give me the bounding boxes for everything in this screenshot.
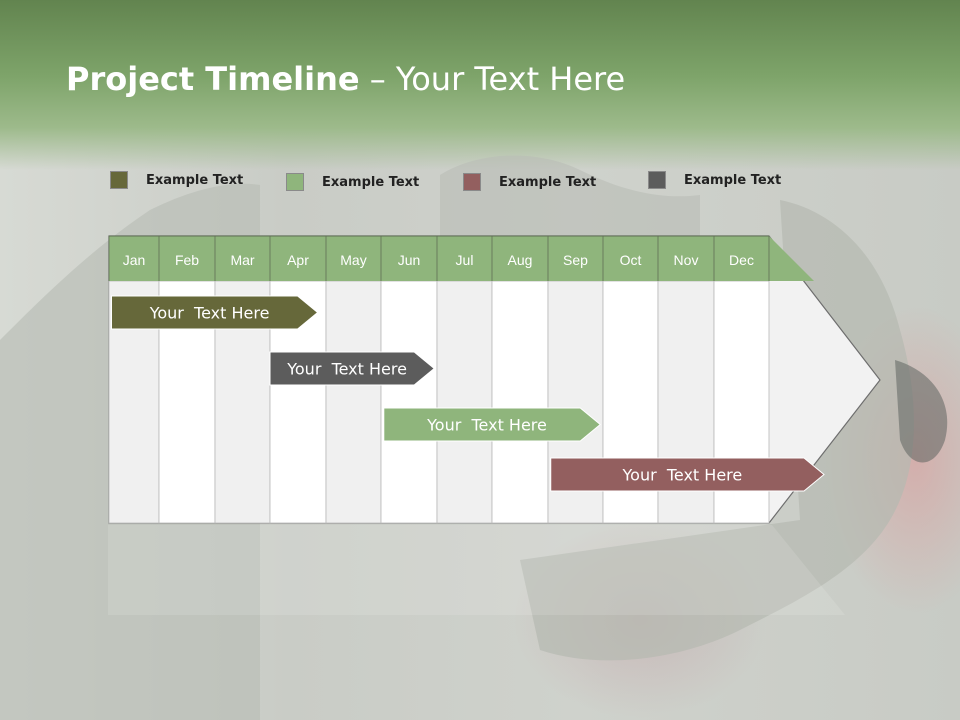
title-bold-part: Project Timeline [66,60,360,98]
task-bar-3 [383,407,602,442]
task-bar-label-2: Your Text Here [286,360,407,379]
task-bar-1 [111,295,319,330]
legend-swatch-3 [463,173,481,191]
legend-item-3: Example Text [463,172,596,192]
legend-swatch-1 [110,171,128,189]
month-label-jan: Jan [123,252,146,268]
title-rest-part: – Your Text Here [359,60,626,98]
month-label-may: May [340,252,366,268]
legend-label-3: Example Text [499,174,597,190]
month-label-dec: Dec [729,252,754,268]
month-label-oct: Oct [620,252,642,268]
month-label-jun: Jun [398,252,421,268]
month-column-jun [380,280,438,524]
legend-label-2: Example Text [322,174,420,190]
task-bar-label-3: Your Text Here [426,416,547,435]
month-column-aug [491,280,549,524]
month-column-may [325,280,382,524]
month-label-mar: Mar [230,252,254,268]
header-band [0,0,960,170]
task-bar-2 [269,351,435,386]
task-bar-label-1: Your Text Here [149,304,270,323]
task-bar-4 [550,457,825,492]
month-column-jul [436,280,493,524]
legend-label-1: Example Text [146,172,244,188]
task-bar-label-4: Your Text Here [622,466,743,485]
slide-title: Project Timeline – Your Text Here [66,60,625,98]
legend-swatch-2 [286,173,304,191]
month-label-feb: Feb [175,252,199,268]
month-label-jul: Jul [456,252,474,268]
month-label-sep: Sep [563,252,588,268]
legend-swatch-4 [648,171,666,189]
legend-item-1: Example Text [110,170,243,190]
legend-item-4: Example Text [648,170,781,190]
month-header: Jan Feb Mar Apr May Jun Jul Aug Sep Oct Nov Dec [108,235,814,281]
month-header-band [109,236,814,281]
legend-label-4: Example Text [684,172,782,188]
reflection-shape [108,525,845,615]
phone-edge-shape [895,360,948,463]
top-hand-shape [440,155,700,240]
month-label-aug: Aug [508,252,533,268]
legend-item-2: Example Text [286,172,419,192]
month-label-apr: Apr [287,252,309,268]
month-label-nov: Nov [674,252,699,268]
